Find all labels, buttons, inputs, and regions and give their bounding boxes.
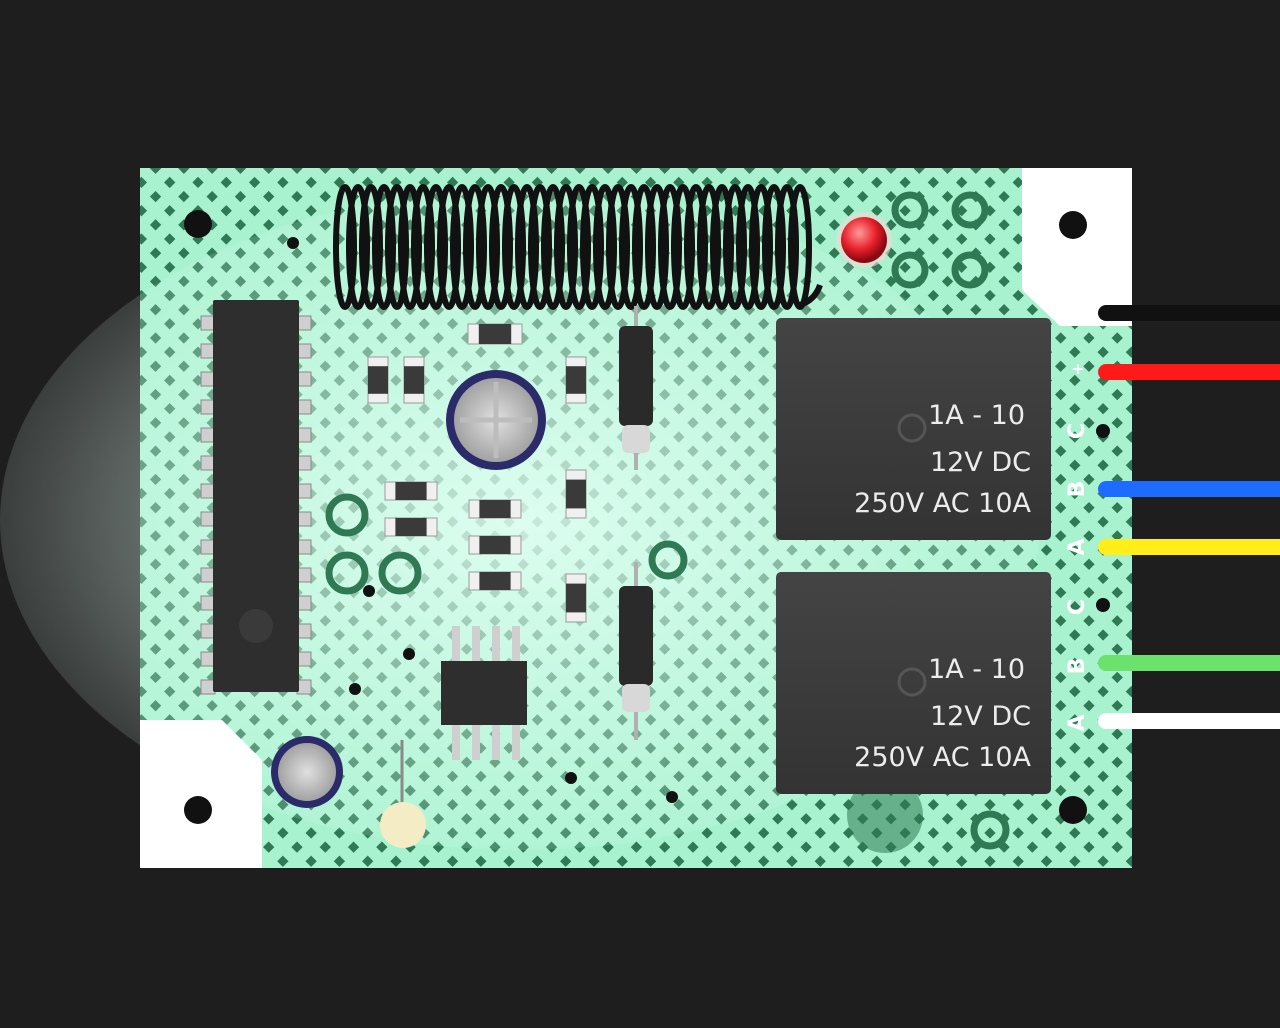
relay-top-line2: 12V DC bbox=[929, 447, 1031, 478]
relay-top-line3: 250V AC 10A bbox=[854, 488, 1031, 519]
output-wires bbox=[1098, 305, 1280, 729]
red-led bbox=[836, 212, 892, 268]
relay-bottom-line3: 250V AC 10A bbox=[854, 742, 1031, 773]
ceramic-capacitor bbox=[380, 740, 426, 848]
pin-label-a-top: A bbox=[1065, 538, 1090, 556]
relay-bottom-line1: 1A - 10 bbox=[928, 654, 1025, 685]
soic-chip bbox=[441, 626, 527, 760]
pin-label-c-bottom: C bbox=[1065, 598, 1090, 616]
diode-bottom bbox=[619, 562, 653, 740]
pin-label-b-bottom: B bbox=[1065, 657, 1090, 675]
diode-top bbox=[619, 306, 653, 470]
electrolytic-capacitor-small bbox=[271, 736, 343, 808]
antenna-coil bbox=[333, 184, 823, 310]
relay-bottom bbox=[776, 572, 1051, 794]
dip-ic-chip bbox=[200, 300, 312, 695]
pin-label-c-top: C bbox=[1065, 422, 1090, 440]
relay-top-line1: 1A - 10 bbox=[928, 400, 1025, 431]
smd-resistors bbox=[367, 323, 587, 623]
pin-label-plus: + bbox=[1068, 362, 1087, 376]
relay-top bbox=[776, 318, 1051, 540]
relay-bottom-line2: 12V DC bbox=[929, 701, 1031, 732]
pin-label-b-top: B bbox=[1065, 480, 1090, 498]
electrolytic-capacitor-large bbox=[446, 370, 546, 470]
pin-label-a-bottom: A bbox=[1065, 714, 1090, 732]
